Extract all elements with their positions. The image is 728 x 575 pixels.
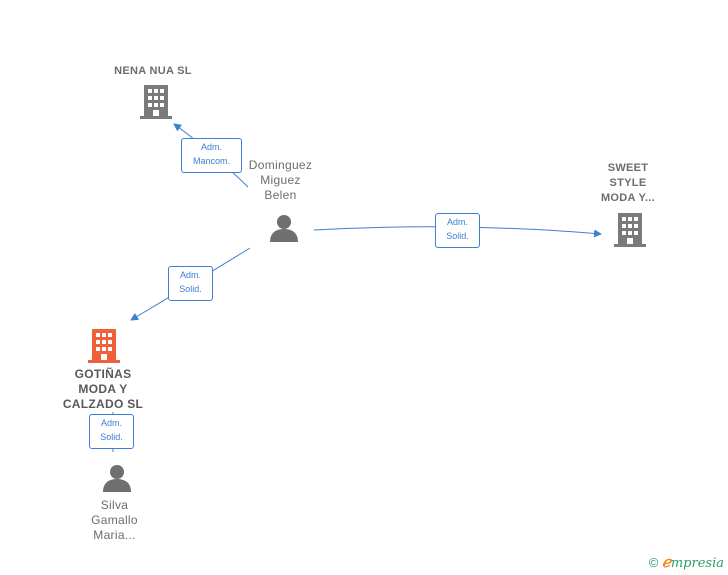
person-icon[interactable] — [269, 214, 299, 242]
building-icon-main[interactable] — [88, 329, 120, 363]
edge-label-adm-solid[interactable]: Adm. Solid. — [168, 266, 213, 301]
node-label-dominguez[interactable]: Dominguez Miguez Belen — [248, 158, 313, 202]
person-icon[interactable] — [102, 464, 132, 492]
copyright-symbol: © — [648, 555, 659, 570]
node-label-gotinas[interactable]: GOTIÑAS MODA Y CALZADO SL — [62, 367, 144, 411]
node-label-silva[interactable]: Silva Gamallo Maria... — [91, 498, 138, 542]
node-label-sweet-style[interactable]: SWEET STYLE MODA Y... — [600, 162, 656, 204]
edge-label-adm-mancom[interactable]: Adm. Mancom. — [181, 138, 242, 173]
edge-label-adm-solid[interactable]: Adm. Solid. — [89, 414, 134, 449]
building-icon[interactable] — [140, 85, 172, 119]
empresia-logo[interactable]: ℯmpresia — [661, 553, 724, 571]
edge-label-adm-solid[interactable]: Adm. Solid. — [435, 213, 480, 248]
node-label-nena-nua[interactable]: NENA NUA SL — [114, 65, 192, 77]
building-icon[interactable] — [614, 213, 646, 247]
footer-watermark: © ℯmpresia — [649, 553, 724, 571]
